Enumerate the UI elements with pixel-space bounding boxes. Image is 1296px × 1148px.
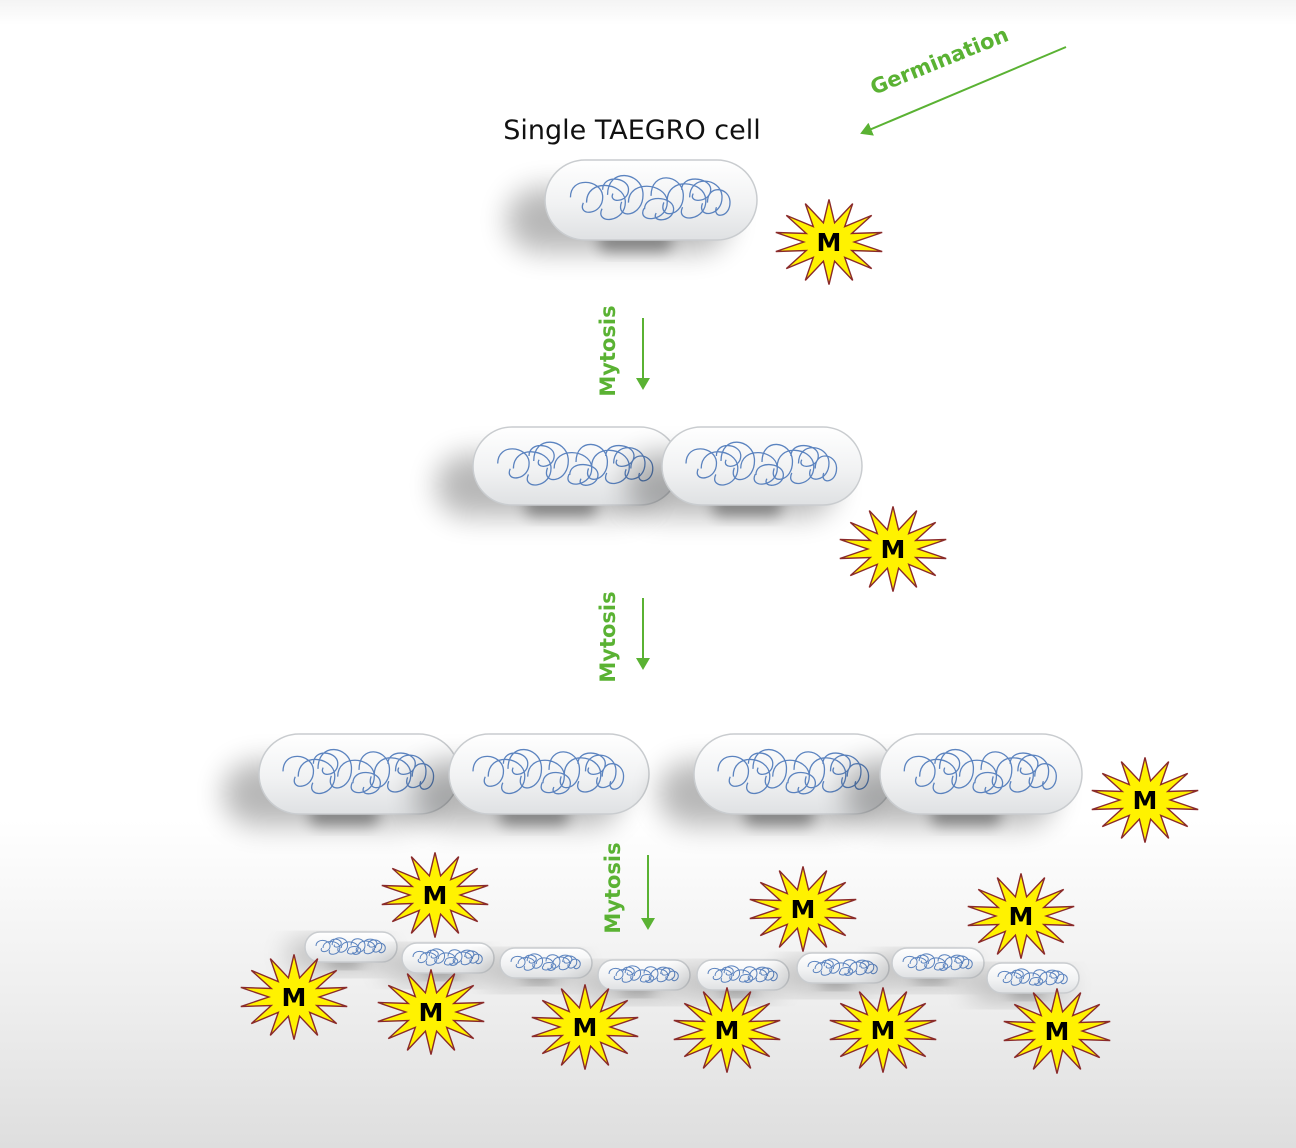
dna-tangle (510, 953, 581, 971)
dna-tangle (569, 174, 731, 221)
dna-tangle (707, 965, 778, 983)
metabolite-star: M (673, 987, 781, 1073)
star-shape (749, 866, 857, 952)
metabolite-star: M (829, 987, 937, 1073)
cell-stage-4 (680, 959, 790, 995)
metabolite-label: M (1009, 902, 1034, 931)
star-shape (381, 852, 489, 938)
metabolite-label: M (282, 983, 307, 1012)
metabolite-label: M (1045, 1017, 1070, 1046)
dna-tangle (412, 948, 483, 966)
dna-tangle (997, 968, 1068, 986)
germination-label: Germination (867, 22, 1012, 99)
star-shape (829, 987, 937, 1073)
star-shape (1003, 988, 1111, 1074)
metabolite-label: M (423, 881, 448, 910)
metabolite-label: M (881, 535, 906, 564)
mitosis-label: Mytosis (601, 842, 625, 933)
metabolite-star: M (531, 984, 639, 1070)
metabolite-star: M (240, 954, 348, 1040)
star-shape (967, 873, 1075, 959)
cell-stage-4 (483, 947, 593, 983)
cells-layer (223, 159, 1083, 998)
star-shape (839, 506, 947, 592)
metabolite-label: M (871, 1016, 896, 1045)
cell-stage-4 (780, 952, 890, 988)
dna-tangle (472, 749, 625, 795)
mitosis-step: Mytosis (596, 591, 650, 683)
cell-stage-4 (875, 947, 985, 983)
metabolite-star: M (967, 873, 1075, 959)
diagram-title: Single TAEGRO cell (503, 115, 761, 146)
dna-tangle (903, 749, 1057, 795)
cell-stage-1 (506, 159, 758, 252)
star-shape (775, 199, 883, 285)
dna-tangle (608, 965, 679, 983)
dna-tangle (315, 937, 386, 955)
mitosis-label: Mytosis (596, 305, 620, 396)
metabolite-star: M (377, 969, 485, 1055)
cell-stage-2 (435, 426, 680, 517)
cell-stage-3 (413, 733, 650, 826)
metabolite-label: M (791, 895, 816, 924)
star-shape (531, 984, 639, 1070)
metabolite-star: M (749, 866, 857, 952)
star-shape (673, 987, 781, 1073)
star-shape (377, 969, 485, 1055)
metabolite-star: M (775, 199, 883, 285)
metabolite-star: M (381, 852, 489, 938)
star-shape (240, 954, 348, 1040)
cell-stage-3 (223, 733, 460, 826)
cell-stage-4 (970, 962, 1080, 998)
metabolite-star: M (1003, 988, 1111, 1074)
star-shape (1091, 757, 1199, 843)
metabolite-label: M (1133, 786, 1158, 815)
dna-tangle (902, 953, 973, 971)
metabolite-label: M (817, 228, 842, 257)
metabolite-label: M (419, 998, 444, 1027)
mitosis-step: Mytosis (596, 305, 650, 397)
cell-stage-2 (626, 426, 863, 517)
cell-stage-4 (288, 931, 398, 967)
mitosis-label: Mytosis (596, 591, 620, 682)
mitosis-step: Mytosis (601, 842, 655, 934)
metabolite-label: M (573, 1013, 598, 1042)
metabolite-stars: M M M M M M M M M M M M (240, 199, 1199, 1074)
cell-stage-4 (581, 959, 691, 995)
germination-arrow: Germination (860, 22, 1067, 136)
dna-tangle (685, 441, 838, 486)
metabolite-star: M (839, 506, 947, 592)
cell-stage-3 (843, 733, 1083, 826)
cell-stage-4 (385, 942, 495, 978)
metabolite-star: M (1091, 757, 1199, 843)
metabolite-label: M (715, 1016, 740, 1045)
